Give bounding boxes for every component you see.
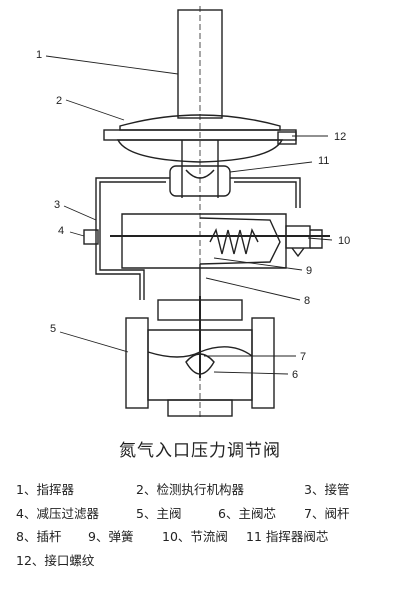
interface-thread bbox=[277, 131, 297, 145]
legend-item: 6、主阀芯 bbox=[218, 505, 276, 521]
callout-5: 5 bbox=[50, 323, 56, 335]
legend-item: 9、弹簧 bbox=[88, 529, 134, 544]
main-valve-core bbox=[185, 353, 215, 375]
connecting-pipe bbox=[95, 177, 301, 300]
legend-item: 2、检测执行机构器 bbox=[136, 482, 244, 497]
callout-6: 6 bbox=[292, 369, 298, 381]
callout-8: 8 bbox=[304, 295, 310, 307]
legend-item: 5、主阀 bbox=[136, 505, 182, 521]
callout-10: 10 bbox=[338, 235, 350, 247]
legend-row: 12、接口螺纹 bbox=[12, 549, 396, 573]
callout-12: 12 bbox=[334, 131, 346, 143]
callout-7: 7 bbox=[300, 351, 306, 363]
pilot-valve-core bbox=[169, 165, 231, 197]
spring bbox=[209, 227, 259, 255]
main-valve-body bbox=[125, 299, 275, 417]
callout-9: 9 bbox=[306, 265, 312, 277]
legend-item: 3、接管 bbox=[304, 482, 350, 497]
callout-4: 4 bbox=[58, 225, 64, 237]
legend-item: 12、接口螺纹 bbox=[16, 552, 95, 568]
leader-lines bbox=[45, 55, 333, 375]
throttle-valve bbox=[285, 225, 323, 258]
callout-11: 11 bbox=[318, 155, 329, 167]
legend-item: 7、阀杆 bbox=[304, 505, 350, 521]
legend-item: 11 指挥器阀芯 bbox=[246, 529, 329, 544]
legend-row: 8、插杆 9、弹簧 10、节流阀 11 指挥器阀芯 bbox=[12, 525, 396, 549]
legend-row: 4、减压过滤器 5、主阀 6、主阀芯 7、阀杆 bbox=[12, 502, 396, 526]
diagram-caption: 氮气入口压力调节阀 bbox=[119, 441, 281, 461]
legend-item: 4、减压过滤器 bbox=[16, 505, 99, 521]
legend-row: 1、指挥器 2、检测执行机构器 3、接管 bbox=[12, 478, 396, 502]
callout-1: 1 bbox=[36, 49, 42, 61]
legend-item: 10、节流阀 bbox=[162, 529, 228, 544]
callout-2: 2 bbox=[56, 95, 62, 107]
valve-cross-section-drawing: 1 2 3 4 5 6 7 8 9 10 11 12 bbox=[36, 6, 350, 420]
legend-item: 1、指挥器 bbox=[16, 482, 74, 497]
pressure-reducing-filter bbox=[83, 229, 99, 245]
legend-item: 8、插杆 bbox=[16, 529, 62, 544]
callout-3: 3 bbox=[54, 199, 60, 211]
parts-legend: 1、指挥器 2、检测执行机构器 3、接管 4、减压过滤器 5、主阀 6、主阀芯 … bbox=[12, 478, 396, 572]
